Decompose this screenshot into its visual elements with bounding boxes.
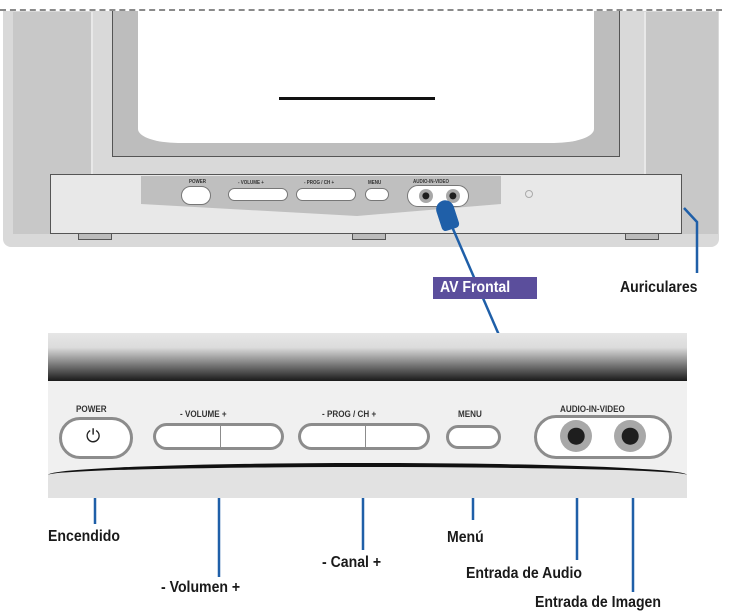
menu-button[interactable] — [446, 425, 501, 449]
volume-label: - VOLUME + — [180, 409, 227, 419]
tv-prog-buttons[interactable] — [296, 188, 356, 201]
canal-label: - Canal + — [322, 554, 382, 571]
power-button[interactable] — [59, 417, 133, 459]
tv-foot — [625, 233, 659, 240]
entrada-imagen-label: Entrada de Imagen — [535, 594, 661, 611]
menu-label: MENU — [458, 409, 482, 419]
tv-menu-label: MENU — [368, 180, 382, 186]
tv-menu-button[interactable] — [365, 188, 389, 201]
volume-up-button[interactable] — [220, 423, 284, 450]
prog-up-button[interactable] — [365, 423, 430, 450]
av-jack-panel — [534, 415, 672, 459]
tv-av-label: AUDIO-IN-VIDEO — [413, 179, 449, 185]
tv-volume-label: - VOLUME + — [238, 180, 264, 186]
power-label: POWER — [76, 404, 107, 414]
menu-legend-label: Menú — [447, 529, 484, 546]
tv-audio-jack[interactable] — [419, 189, 433, 203]
prog-label: - PROG / CH + — [322, 409, 377, 419]
audio-input-jack[interactable] — [560, 420, 592, 452]
volumen-label: - Volumen + — [161, 579, 241, 596]
tv-illustration: POWER - VOLUME + - PROG / CH + MENU AUDI… — [0, 0, 732, 247]
tv-volume-buttons[interactable] — [228, 188, 288, 201]
av-input-label: AUDIO-IN-VIDEO — [560, 404, 625, 414]
auriculares-label: Auriculares — [620, 279, 698, 296]
detail-bottom-curve — [48, 463, 687, 498]
av-frontal-label: AV Frontal — [440, 279, 511, 296]
tv-screen — [138, 11, 594, 143]
tv-foot — [78, 233, 112, 240]
tv-video-jack[interactable] — [446, 189, 460, 203]
power-icon: ⏻ — [86, 426, 101, 447]
video-input-jack[interactable] — [614, 420, 646, 452]
av-frontal-callout — [433, 277, 537, 299]
screen-line — [279, 97, 435, 100]
tv-power-label: POWER — [189, 179, 207, 185]
tv-prog-label: - PROG / CH + — [304, 180, 335, 186]
encendido-label: Encendido — [48, 528, 120, 545]
prog-down-button[interactable] — [298, 423, 366, 450]
headphone-jack[interactable] — [525, 190, 533, 198]
detail-top-band — [48, 333, 687, 381]
tv-foot — [352, 233, 386, 240]
volume-down-button[interactable] — [153, 423, 221, 450]
tv-power-button[interactable] — [181, 186, 211, 205]
entrada-audio-label: Entrada de Audio — [466, 565, 583, 582]
tv-top-edge — [0, 9, 722, 13]
